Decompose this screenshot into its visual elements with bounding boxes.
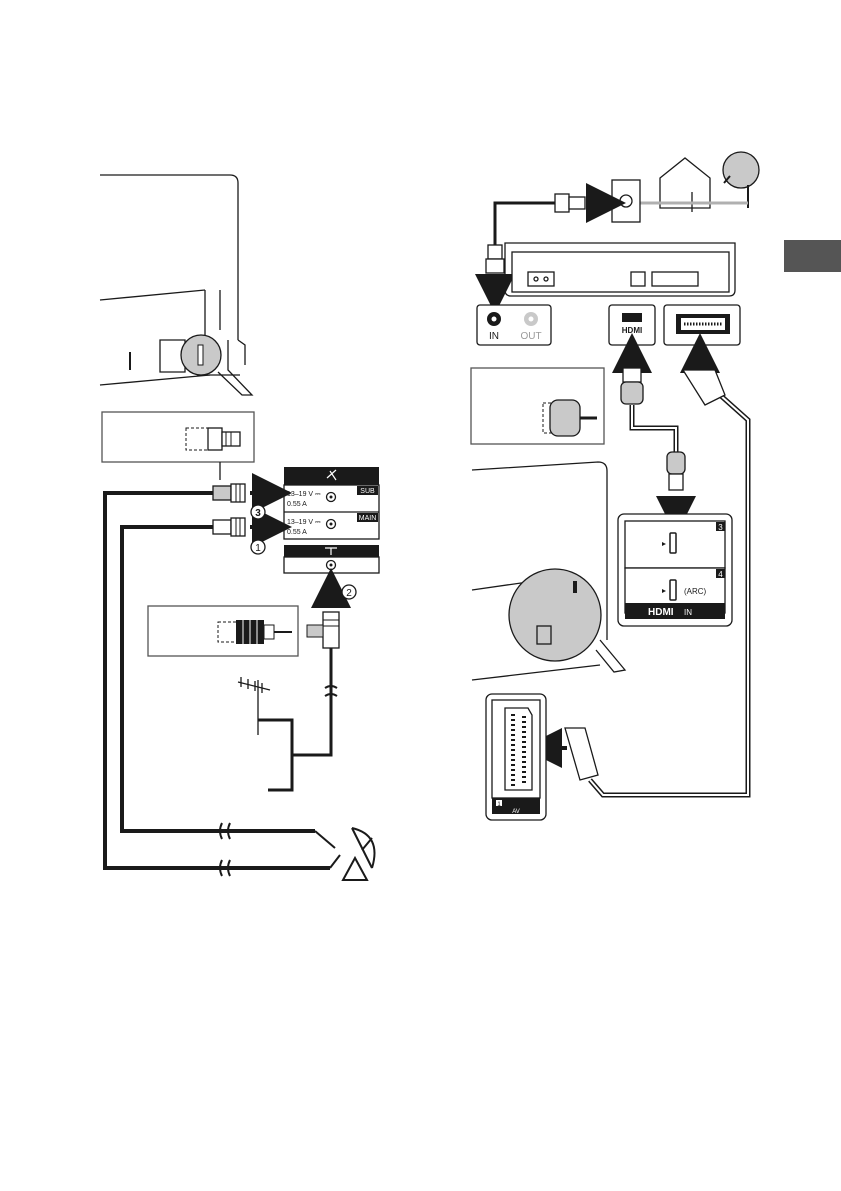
- antenna-out-label: OUT: [520, 331, 541, 342]
- hdmi-in-logo: HDMI: [648, 607, 674, 618]
- svg-text:1: 1: [255, 543, 261, 554]
- hdmi-port-box: HDMI: [609, 305, 655, 345]
- satellite-panel: SUB MAIN 13–19 V ⎓ 0.55 A 13–19 V ⎓ 0.55…: [284, 467, 379, 539]
- wall-socket-icon: [612, 180, 748, 222]
- hdmi-in-label: IN: [684, 608, 692, 617]
- iec-plug: [307, 612, 339, 648]
- hdmi-cable: [621, 368, 685, 490]
- main-current-spec: 0.55 A: [287, 529, 307, 536]
- hdmi-port-logo: HDMI: [622, 326, 642, 335]
- sub-current-spec: 0.55 A: [287, 501, 307, 508]
- connector-detail-box-2: [148, 606, 298, 656]
- terrestrial-antenna-icon: [238, 677, 270, 735]
- scart-av-label: AV: [512, 809, 520, 815]
- zoom-circle-right: [509, 569, 601, 661]
- sub-voltage-spec: 13–19 V ⎓: [287, 491, 321, 498]
- main-label: MAIN: [359, 515, 377, 522]
- hdmi-port-3-number: 3: [718, 523, 723, 532]
- antenna-io-panel: IN OUT: [477, 305, 551, 345]
- f-connector-main: [213, 518, 245, 536]
- svg-text:2: 2: [346, 588, 352, 599]
- f-connector-top: [555, 194, 606, 212]
- set-top-box: [505, 243, 735, 296]
- connector-detail-box-1: [102, 412, 254, 480]
- terrestrial-panel: [284, 545, 379, 573]
- svg-text:3: 3: [255, 508, 261, 519]
- scart-panel: 1 AV: [486, 694, 546, 820]
- hdmi-port-4-number: 4: [718, 570, 723, 579]
- terrestrial-cable: [258, 648, 337, 790]
- antenna-in-label: IN: [489, 331, 499, 342]
- antenna-cable-right: [495, 203, 555, 245]
- sub-label: SUB: [360, 488, 375, 495]
- step-1: 1: [251, 540, 265, 554]
- scart-port-box: [664, 305, 740, 345]
- hdmi-detail-box: [471, 368, 604, 444]
- step-2: 2: [342, 585, 356, 599]
- satellite-dish-icon-right: [723, 152, 759, 208]
- zoom-circle-left: [181, 335, 221, 375]
- main-voltage-spec: 13–19 V ⎓: [287, 519, 321, 526]
- satellite-dish-icon: [315, 828, 375, 880]
- f-connector-down: [486, 245, 504, 294]
- f-connector-sub: [213, 484, 245, 502]
- step-3: 3: [251, 505, 265, 519]
- tv-rear-left: [100, 175, 252, 395]
- hdmi-arc-label: (ARC): [684, 587, 707, 596]
- hdmi-in-panel: 3 4 (ARC) HDMI IN: [618, 514, 732, 626]
